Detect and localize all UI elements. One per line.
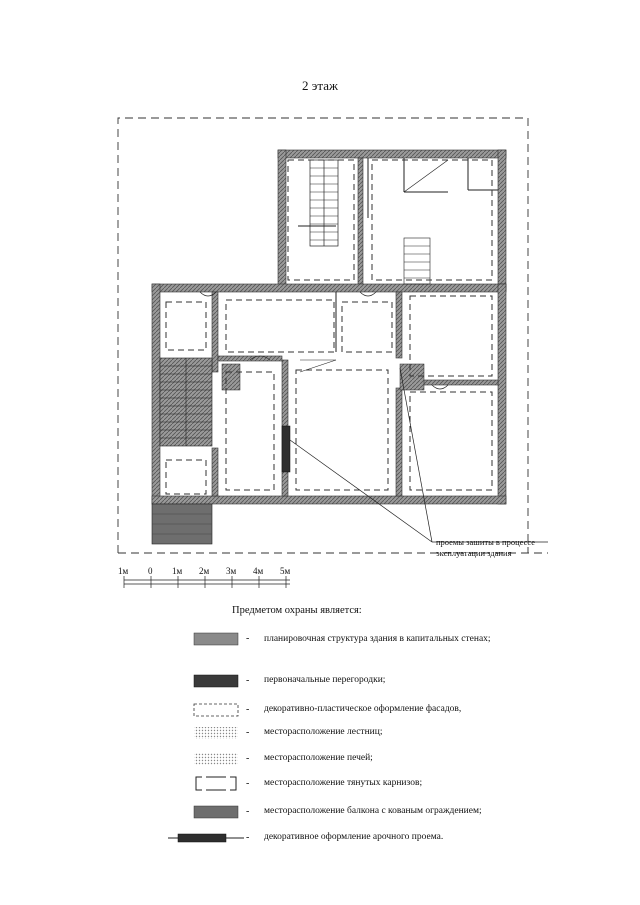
partitions [298, 158, 498, 352]
legend-text: планировочная структура здания в капитал… [264, 634, 491, 644]
scale-label: 1м [172, 566, 183, 576]
legend-text: декоративное оформление арочного проема. [264, 832, 444, 842]
legend-symbol-stairs-dots [194, 727, 238, 739]
page-title: 2 этаж [302, 78, 338, 93]
legend-text: месторасположение печей; [264, 753, 373, 763]
scale-label: 0 [148, 566, 153, 576]
arch-opening [281, 425, 291, 473]
stove-1 [221, 363, 241, 391]
scale-bar [123, 576, 290, 588]
callout-line-2: эксплуатации здания [436, 548, 512, 558]
scale-label: 2м [199, 566, 210, 576]
callout-leaders [289, 367, 548, 543]
facade-outline [117, 117, 548, 554]
legend-dash: - [246, 675, 250, 686]
legend-symbol-stove-dots [194, 753, 238, 765]
legend-symbol-dark-fill [193, 674, 239, 688]
legend-dash: - [246, 753, 250, 764]
legend-text: декоративно-пластическое оформление фаса… [264, 704, 462, 714]
scale-label: 4м [253, 566, 264, 576]
callout-line-1: проемы зашиты в процессе [436, 537, 536, 547]
main-stair-treads [160, 358, 212, 446]
legend-dash: - [246, 633, 250, 644]
stove-2 [399, 363, 425, 391]
scale-label: 5м [280, 566, 291, 576]
legend-text: месторасположение тянутых карнизов; [264, 778, 423, 788]
legend-text: первоначальные перегородки; [264, 675, 386, 685]
scale-label: 3м [226, 566, 237, 576]
scale-label: 1м [118, 566, 129, 576]
upper-stair-treads [310, 167, 338, 241]
legend-heading: Предметом охраны является: [232, 605, 362, 616]
legend-symbol-arch-bar [168, 833, 244, 843]
upper-wing-walls [277, 149, 507, 291]
legend-dash: - [246, 832, 250, 843]
cornice-outlines [165, 159, 493, 495]
legend-symbol-thin-dashed [193, 703, 239, 717]
legend-dash: - [246, 727, 250, 738]
legend-symbol-gray-fill [193, 632, 239, 646]
legend-text: месторасположение лестниц; [264, 727, 383, 737]
upper-staircase [309, 159, 339, 247]
small-staircase [403, 237, 431, 285]
door-swings [199, 159, 449, 390]
legend-dash: - [246, 778, 250, 789]
legend-symbol-balcony-fill [193, 805, 239, 819]
legend-text: месторасположение балкона с кованым огра… [264, 806, 482, 816]
legend-dash: - [246, 806, 250, 817]
legend-symbol-thick-dashed [195, 776, 237, 791]
legend-dash: - [246, 704, 250, 715]
